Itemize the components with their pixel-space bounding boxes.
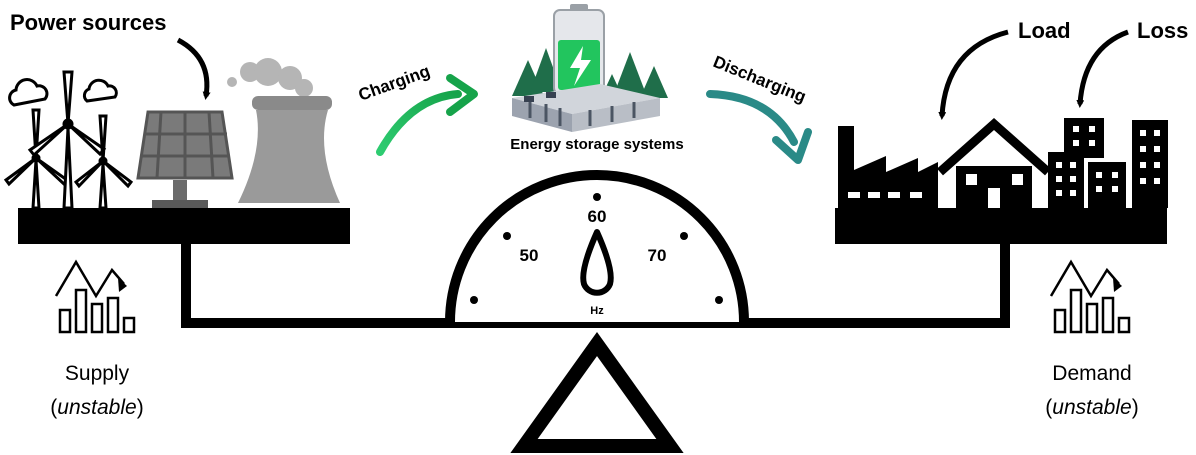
frequency-gauge: 50 60 70 Hz [445,170,749,323]
supply-trend-icon [54,259,136,334]
gauge-tick-dot [503,232,511,240]
demand-platform [835,208,1167,244]
wind-turbine-icon [3,70,134,210]
load-arrow [938,29,1009,120]
supply-platform [18,208,350,244]
energy-storage-illustration [512,4,668,132]
factory-icon [838,126,938,208]
cloud-icon [82,78,118,103]
gauge-tick-dot [715,296,723,304]
discharging-arrowhead [772,128,812,164]
gauge-tick-dot [680,232,688,240]
solar-panel-icon [136,110,234,208]
fulcrum-triangle [510,331,684,453]
gauge-tick-label-50: 50 [520,246,539,265]
charging-arrowhead [446,74,478,116]
supply-side [3,58,350,244]
balance-beam [181,244,1010,328]
gauge-tick-label-60: 60 [588,207,607,226]
cooling-tower-icon [227,58,340,203]
demand-side [835,117,1168,244]
loss-label: Loss [1137,18,1188,43]
load-label: Load [1018,18,1071,43]
charging-label: Charging [356,61,433,104]
demand-label: Demand [1052,362,1131,385]
house-icon [937,117,1051,208]
gauge-tick-dot [593,193,601,201]
gauge-unit-label: Hz [590,305,604,317]
storage-containers-icon [512,84,660,132]
gauge-tick-dot [470,296,478,304]
loss-arrow [1076,29,1129,108]
gauge-needle [580,229,614,296]
supply-label: Supply [65,362,130,385]
discharging-arrow [706,90,798,146]
demand-qualifier: (unstable) [1045,396,1138,419]
gauge-tick-label-70: 70 [648,246,667,265]
energy-storage-label: Energy storage systems [510,136,683,153]
charging-arrow [376,90,462,156]
power-sources-arrow [176,37,211,100]
city-buildings-icon [1048,118,1168,208]
battery-icon [553,4,605,95]
supply-qualifier: (unstable) [50,396,143,419]
cloud-icon [8,78,49,107]
demand-trend-icon [1049,259,1131,334]
power-sources-label: Power sources [10,10,167,35]
